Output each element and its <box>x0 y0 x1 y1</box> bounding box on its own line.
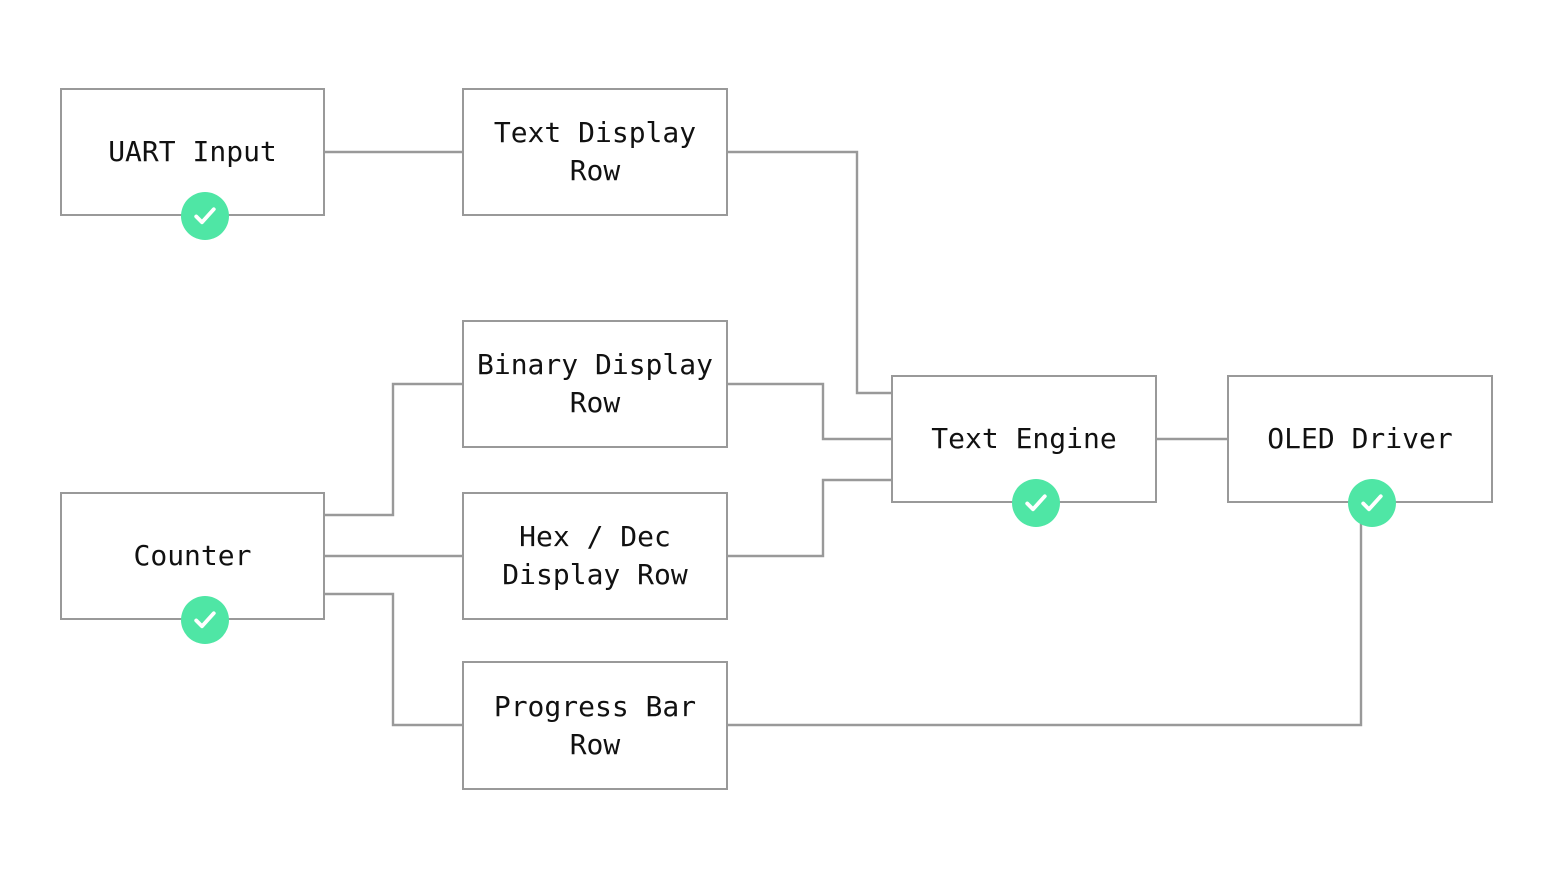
node-text-display-row[interactable]: Text Display Row <box>462 88 728 216</box>
node-progress-bar-row[interactable]: Progress Bar Row <box>462 661 728 790</box>
node-label-text-engine: Text Engine <box>931 422 1117 456</box>
check-circle-icon <box>1012 479 1060 527</box>
node-label-binary-display-row: Binary Display Row <box>476 348 713 419</box>
node-label-counter: Counter <box>133 539 252 573</box>
check-circle-icon <box>1348 479 1396 527</box>
edge-hex-dec-display-to-text-engine <box>728 478 891 558</box>
edge-oled-driver-to-progress-bar <box>728 503 1363 727</box>
node-uart-input[interactable]: UART Input <box>60 88 325 216</box>
node-label-uart-input: UART Input <box>108 135 277 169</box>
edge-counter-to-binary-display <box>325 382 462 517</box>
edge-counter-to-progress-bar <box>325 592 462 727</box>
node-label-oled-driver: OLED Driver <box>1267 422 1453 456</box>
node-label-hex-dec-display-row: Hex / Dec Display Row <box>502 520 688 591</box>
node-binary-display-row[interactable]: Binary Display Row <box>462 320 728 448</box>
node-label-progress-bar-row: Progress Bar Row <box>493 689 697 761</box>
edge-text-display-to-text-engine <box>728 150 891 395</box>
edge-binary-display-to-text-engine <box>728 382 891 441</box>
edge-group <box>325 150 1363 727</box>
node-hex-dec-display-row[interactable]: Hex / Dec Display Row <box>462 492 728 620</box>
node-label-text-display-row: Text Display Row <box>493 116 697 187</box>
check-circle-icon <box>180 596 229 644</box>
check-circle-icon <box>180 192 229 240</box>
